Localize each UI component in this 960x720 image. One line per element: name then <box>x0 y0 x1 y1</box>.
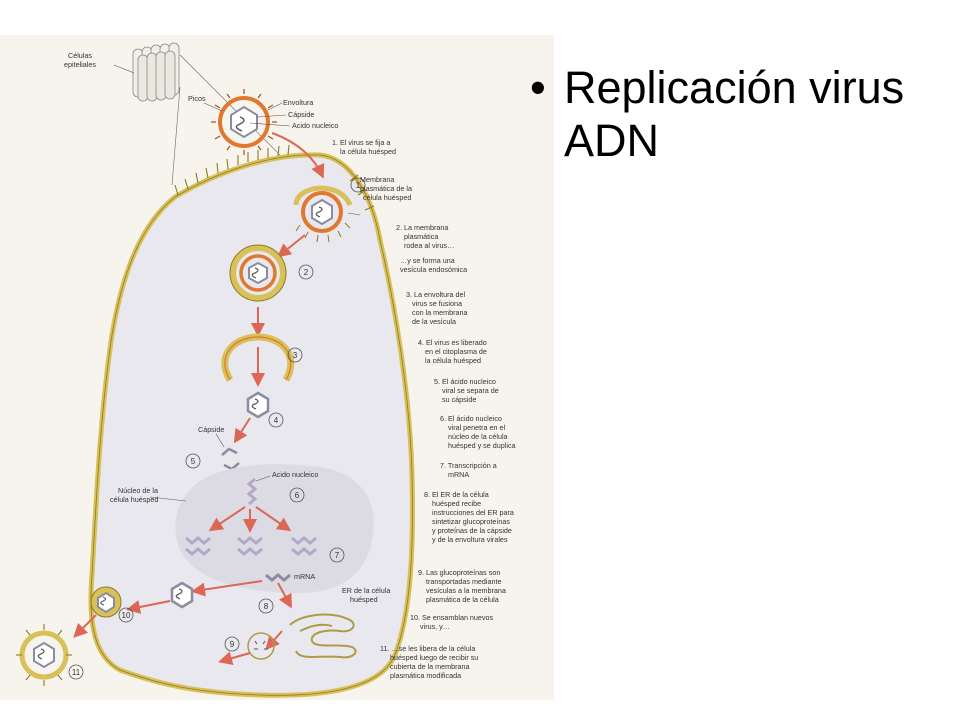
step-6-line-4: huésped y se duplica <box>448 441 516 450</box>
step-7-line-1: 7. Transcripción a <box>440 461 497 470</box>
step-1-line-1: 1. El virus se fija a <box>332 138 390 147</box>
step-number-2: 2 <box>304 268 309 277</box>
step-6-line-3: núcleo de la célula <box>448 432 508 441</box>
step-8-line-4: sintetizar glucoproteínas <box>432 517 510 526</box>
step-8-line-5: y proteínas de la cápside <box>432 526 512 535</box>
cell-surface-spikes <box>174 144 375 211</box>
step-8-line-3: instrucciones del ER para <box>432 508 514 517</box>
step-4-line-2: en el citoplasma de <box>425 347 487 356</box>
step-3-line-4: de la vesícula <box>412 317 456 326</box>
step-number-3: 3 <box>293 351 298 360</box>
bullet-item: • Replicación virus ADN <box>530 62 950 167</box>
endoplasmic-reticulum <box>289 613 357 659</box>
step-11-line-2: huésped luego de recibir su <box>390 653 478 662</box>
label-membrana-2: plasmática de la <box>360 184 412 193</box>
step-number-4: 4 <box>274 416 279 425</box>
step-8-line-6: y de la envoltura virales <box>432 535 508 544</box>
step-6-line-1: 6. El ácido nucleico <box>440 414 502 423</box>
new-capsid <box>170 581 194 609</box>
step-8-line-2: huésped recibe <box>432 499 481 508</box>
label-epiteliales: epiteliales <box>64 60 96 69</box>
bullet-marker: • <box>530 62 546 113</box>
virion-attached <box>293 185 353 243</box>
step-5-line-1: 5. El ácido nucleico <box>434 377 496 386</box>
step-number-9: 9 <box>230 640 235 649</box>
step-number-6: 6 <box>295 491 300 500</box>
step-2-line-5: vesícula endosómica <box>400 265 467 274</box>
virus-replication-diagram: Células epiteliales Picos Envoltura Cáps… <box>0 35 554 700</box>
released-capsid <box>246 391 270 419</box>
label-capside-mid: Cápside <box>198 425 224 434</box>
step-number-5: 5 <box>191 457 196 466</box>
endosomic-vesicle <box>229 244 287 302</box>
step-3-line-3: con la membrana <box>412 308 468 317</box>
step-3-line-2: virus se fusiona <box>412 299 462 308</box>
label-acido-top: Acido nucleico <box>292 121 338 130</box>
step-descriptions: 1. El virus se fija a la célula huésped … <box>332 138 516 680</box>
step-number-11: 11 <box>72 668 81 677</box>
mrna-strand <box>265 573 291 582</box>
step-1-line-2: la célula huésped <box>340 147 396 156</box>
step-2-line-4: …y se forma una <box>400 256 455 265</box>
label-envoltura: Envoltura <box>283 98 313 107</box>
step-4-line-3: la célula huésped <box>425 356 481 365</box>
step-number-8: 8 <box>264 602 269 611</box>
label-membrana-1: Membrana <box>360 175 394 184</box>
viral-dna <box>246 477 258 506</box>
step-number-10: 10 <box>122 611 131 620</box>
step-9-line-3: vesículas a la membrana <box>426 586 506 595</box>
step-9-line-4: plasmática de la célula <box>426 595 499 604</box>
step-8-line-1: 8. El ER de la célula <box>424 490 489 499</box>
label-picos: Picos <box>188 94 206 103</box>
step-10-line-1: 10. Se ensamblan nuevos <box>410 613 494 622</box>
label-acido-mid: Acido nucleico <box>272 470 318 479</box>
bullet-text: Replicación virus ADN <box>564 62 905 166</box>
step-10-line-2: virus, y… <box>420 622 450 631</box>
label-membrana-3: célula huésped <box>363 193 411 202</box>
label-celulas: Células <box>68 51 92 60</box>
step-5-line-3: su cápside <box>442 395 476 404</box>
step-9-line-1: 9. Las glucoproteínas son <box>418 568 500 577</box>
step-11-line-1: 11. …se les libera de la célula <box>380 644 475 653</box>
step-4-line-1: 4. El virus es liberado <box>418 338 487 347</box>
step-2-line-3: rodea al virus… <box>404 241 454 250</box>
host-nucleus <box>175 464 374 594</box>
label-nucleo-1: Núcleo de la <box>118 486 158 495</box>
label-capside-top: Cápside <box>288 110 314 119</box>
label-mrna: mRNA <box>294 572 315 581</box>
step-2-line-2: plasmática <box>404 232 438 241</box>
duplicated-dna <box>185 536 317 556</box>
label-nucleo-2: célula huésped <box>110 495 158 504</box>
step-11-line-4: plasmática modificada <box>390 671 461 680</box>
slide-bullet-list: • Replicación virus ADN <box>530 62 950 167</box>
step-5-line-2: viral se separa de <box>442 386 499 395</box>
label-er-1: ER de la célula <box>342 586 390 595</box>
transport-vesicle <box>247 632 275 660</box>
step-11-line-3: cubierta de la membrana <box>390 662 470 671</box>
step-2-line-1: 2. La membrana <box>396 223 448 232</box>
epithelial-cells <box>132 42 180 102</box>
released-virion <box>16 624 72 686</box>
virion-free <box>211 89 277 155</box>
step-number-7: 7 <box>335 551 340 560</box>
step-3-line-1: 3. La envoltura del <box>406 290 466 299</box>
step-6-line-2: viral penetra en el <box>448 423 506 432</box>
budding-virion <box>90 586 122 618</box>
label-er-2: huésped <box>350 595 378 604</box>
step-number-1: 1 <box>356 181 361 190</box>
step-9-line-2: transportadas mediante <box>426 577 502 586</box>
step-7-line-2: mRNA <box>448 470 469 479</box>
